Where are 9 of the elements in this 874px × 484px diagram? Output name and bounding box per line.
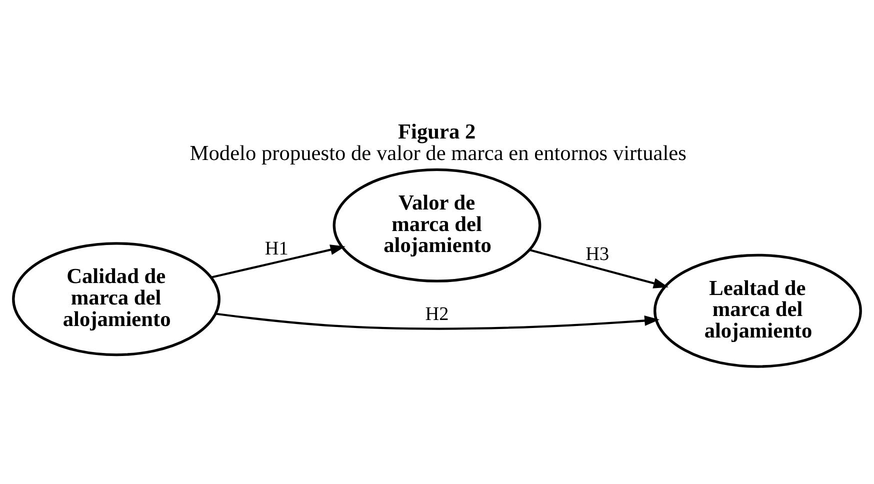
arrow [529, 248, 668, 288]
node-ellipse: Calidad de marca del alojamiento [12, 242, 220, 356]
node-ellipse: Valor de marca del alojamiento [332, 168, 542, 282]
diagram-title: Figura 2 [398, 119, 476, 144]
arrow [210, 244, 346, 278]
edge-label: H1 [264, 238, 288, 260]
edge-label: H2 [425, 303, 449, 324]
edge-label: H3 [586, 244, 610, 265]
arrow [215, 312, 660, 330]
